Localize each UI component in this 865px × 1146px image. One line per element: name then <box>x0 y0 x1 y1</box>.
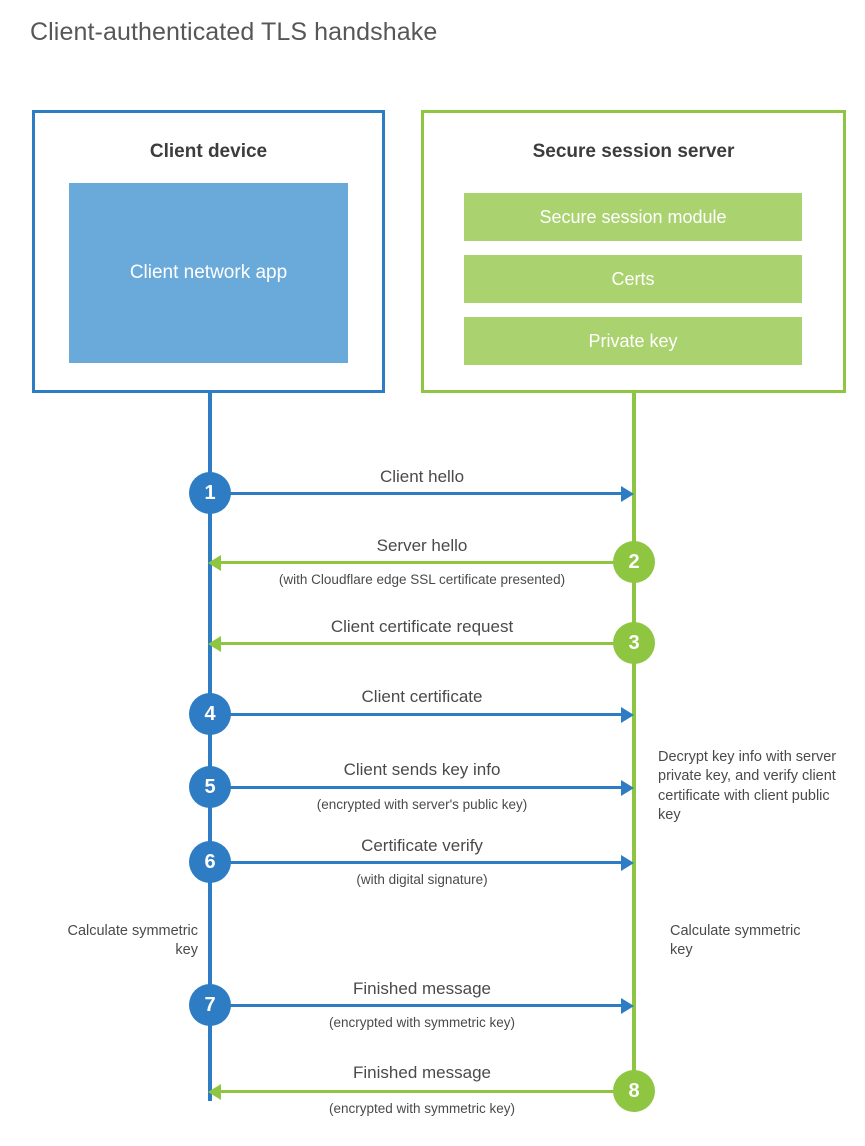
server-lifeline <box>632 393 636 1093</box>
page-title: Client-authenticated TLS handshake <box>30 18 438 46</box>
step-2-label: Server hello <box>376 536 468 555</box>
step-4-arrow-line <box>210 713 622 716</box>
step-2-badge: 2 <box>613 541 655 583</box>
secure-session-server-title: Secure session server <box>532 141 735 162</box>
client-device-title: Client device <box>149 141 268 162</box>
step-4-badge: 4 <box>189 693 231 735</box>
step-8-label: Finished message <box>353 1063 491 1082</box>
step-6-badge: 6 <box>189 841 231 883</box>
step-8-badge: 8 <box>613 1070 655 1112</box>
step-3-badge: 3 <box>613 622 655 664</box>
step-3-arrow-line <box>219 642 634 645</box>
step-4-arrowhead-right-icon <box>621 706 634 723</box>
note-decrypt-key-info: Decrypt key info with server private key… <box>658 749 837 823</box>
step-6-arrowhead-right-icon <box>621 854 634 871</box>
step-3-arrowhead-left-icon <box>208 635 221 652</box>
server-bar-private-key: Private key <box>464 317 802 365</box>
step-7-sublabel: (encrypted with symmetric key) <box>328 1015 516 1030</box>
step-6-sublabel: (with digital signature) <box>356 872 488 887</box>
step-2-sublabel: (with Cloudflare edge SSL certificate pr… <box>278 572 566 587</box>
step-8-arrowhead-left-icon <box>208 1083 221 1100</box>
step-6-label: Certificate verify <box>361 836 483 855</box>
step-1-label: Client hello <box>379 467 465 486</box>
step-7-label: Finished message <box>353 979 491 998</box>
step-5-arrow-line <box>210 786 622 789</box>
step-8-sublabel: (encrypted with symmetric key) <box>328 1101 516 1116</box>
step-2-arrowhead-left-icon <box>208 554 221 571</box>
secure-session-server-box: Secure session server Secure session mod… <box>421 110 846 393</box>
client-network-app-block: Client network app <box>69 183 348 363</box>
client-device-box: Client device Client network app <box>32 110 385 393</box>
step-5-label: Client sends key info <box>343 760 501 779</box>
step-5-sublabel: (encrypted with server's public key) <box>316 797 528 812</box>
step-5-badge: 5 <box>189 766 231 808</box>
step-7-badge: 7 <box>189 984 231 1026</box>
step-4-label: Client certificate <box>361 687 483 706</box>
server-bar-certs: Certs <box>464 255 802 303</box>
client-lifeline <box>208 393 212 1101</box>
step-1-badge: 1 <box>189 472 231 514</box>
step-2-arrow-line <box>219 561 634 564</box>
step-8-arrow-line <box>219 1090 634 1093</box>
step-3-label: Client certificate request <box>330 617 514 636</box>
note-calculate-symmetric-key-client: Calculate symmetric key <box>67 923 198 959</box>
step-1-arrowhead-right-icon <box>621 485 634 502</box>
step-1-arrow-line <box>210 492 622 495</box>
server-bar-secure-session-module: Secure session module <box>464 193 802 241</box>
step-6-arrow-line <box>210 861 622 864</box>
step-7-arrow-line <box>210 1004 622 1007</box>
step-5-arrowhead-right-icon <box>621 779 634 796</box>
note-calculate-symmetric-key-server: Calculate symmetric key <box>670 923 801 959</box>
step-7-arrowhead-right-icon <box>621 997 634 1014</box>
